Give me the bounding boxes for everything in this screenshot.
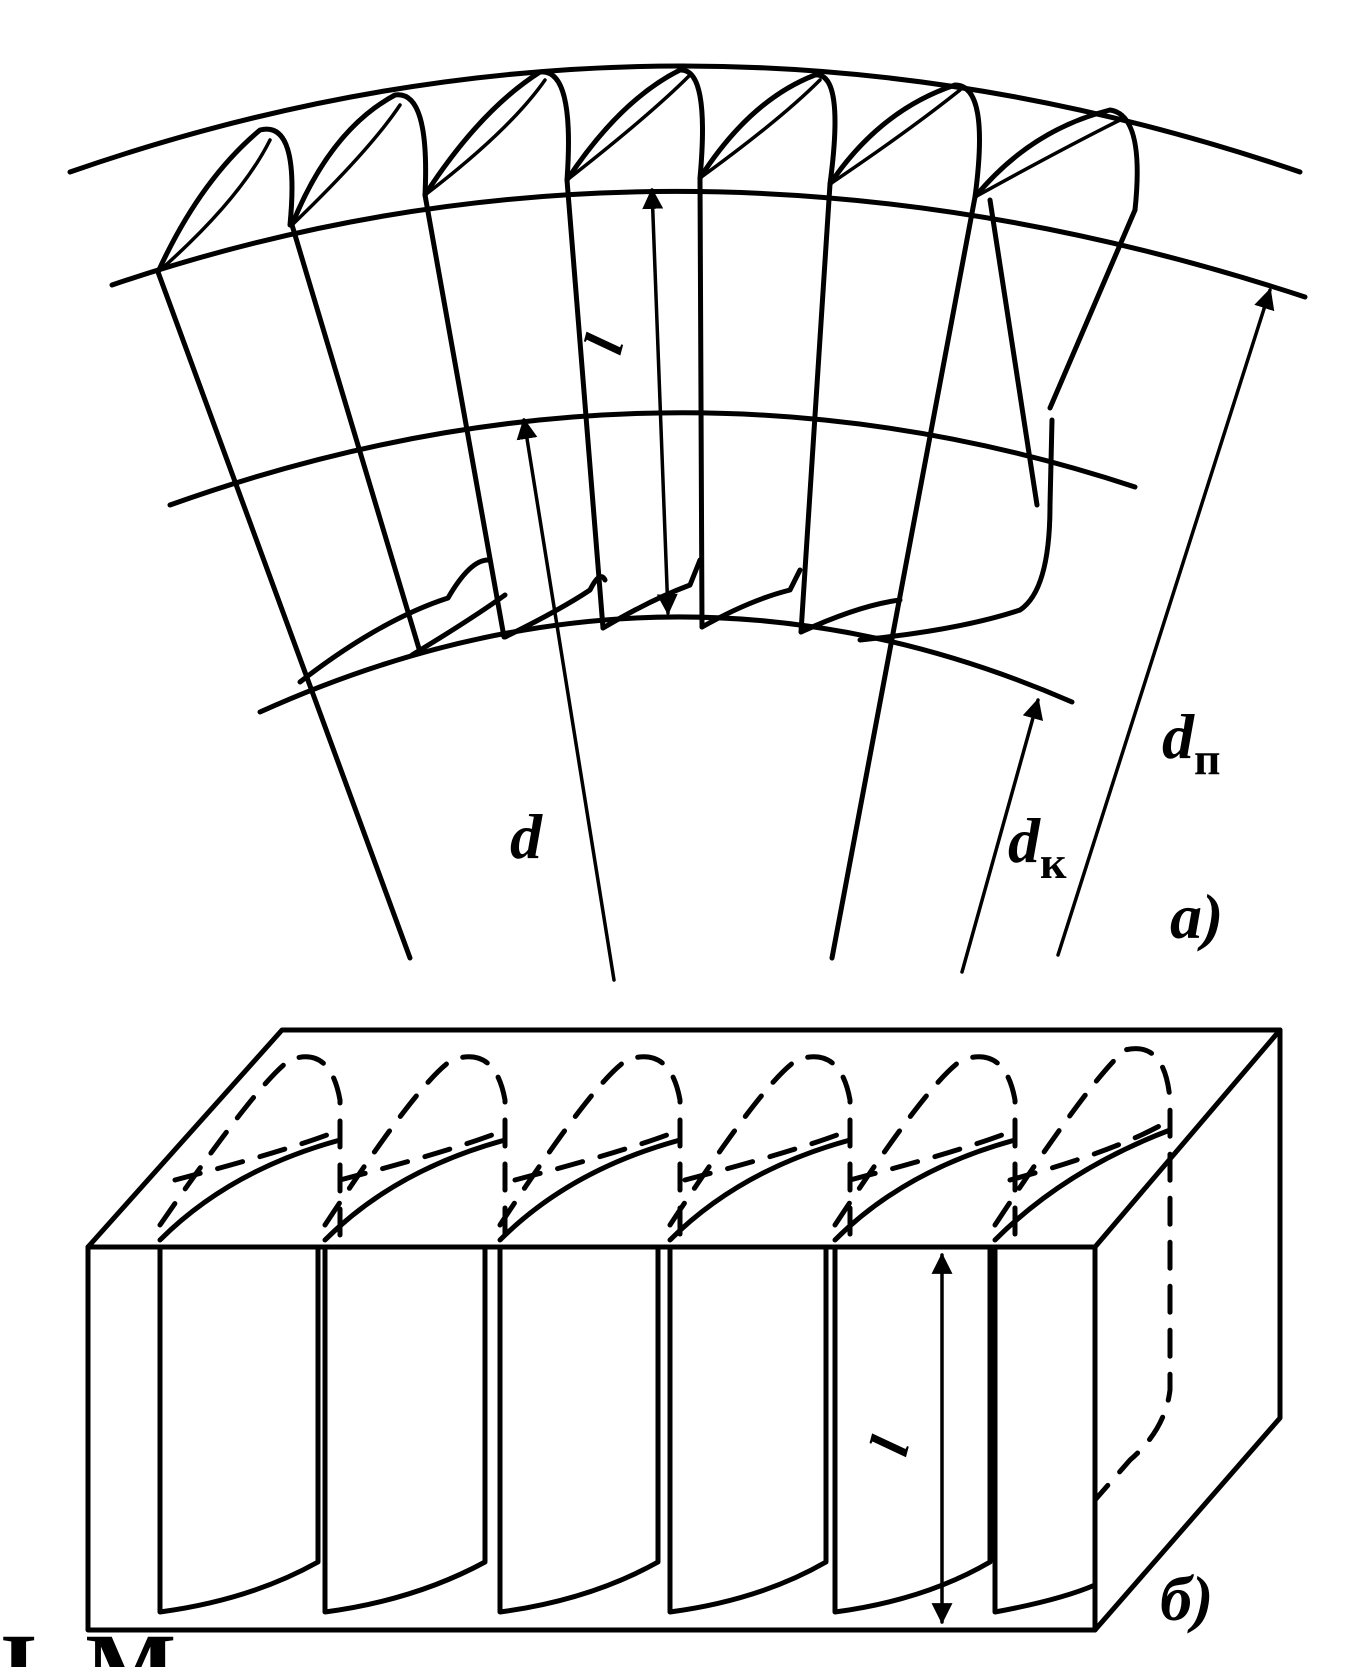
hub-diameter-label: dк — [1008, 805, 1067, 888]
tip-diameter-subscript: п — [1194, 733, 1221, 784]
flat-blades — [157, 1244, 1098, 1615]
panel-b-label: б) — [1160, 1563, 1213, 1634]
top-leading-edges — [157, 1127, 1173, 1243]
hub-diameter-subscript: к — [1040, 837, 1067, 888]
mean-diameter-label: d — [510, 801, 543, 872]
panel-a-label: а) — [1170, 881, 1223, 952]
tip-diameter-symbol: d — [1162, 701, 1195, 772]
mean-circle-arc — [167, 410, 1138, 508]
tip-diameter-arrow — [1056, 287, 1275, 957]
hub-diameter-arrow — [960, 697, 1044, 974]
outer-shroud-arc — [67, 63, 1303, 175]
mean-diameter-arrow — [516, 417, 616, 982]
hub-diameter-symbol: d — [1008, 805, 1041, 876]
box-front-face — [85, 1244, 1098, 1633]
box-top-face — [85, 1027, 1283, 1250]
tip-blade-profiles — [155, 67, 1140, 275]
hidden-blade-profiles — [157, 1046, 1173, 1503]
hub-blade-profiles — [297, 417, 1055, 685]
blade-height-label-b: l — [858, 1430, 922, 1462]
flat-cascade-panel: l б) — [85, 1027, 1283, 1634]
blade-height-dimension — [642, 187, 678, 616]
radial-blade-lines — [155, 175, 1138, 961]
annular-cascade-panel: l d dк dп а) — [67, 63, 1308, 982]
box-side-face — [1092, 1027, 1283, 1633]
hub-circle-arc — [257, 614, 1075, 715]
tip-diameter-label: dп — [1162, 701, 1221, 784]
cropped-caption-text: I. M — [0, 1614, 176, 1667]
